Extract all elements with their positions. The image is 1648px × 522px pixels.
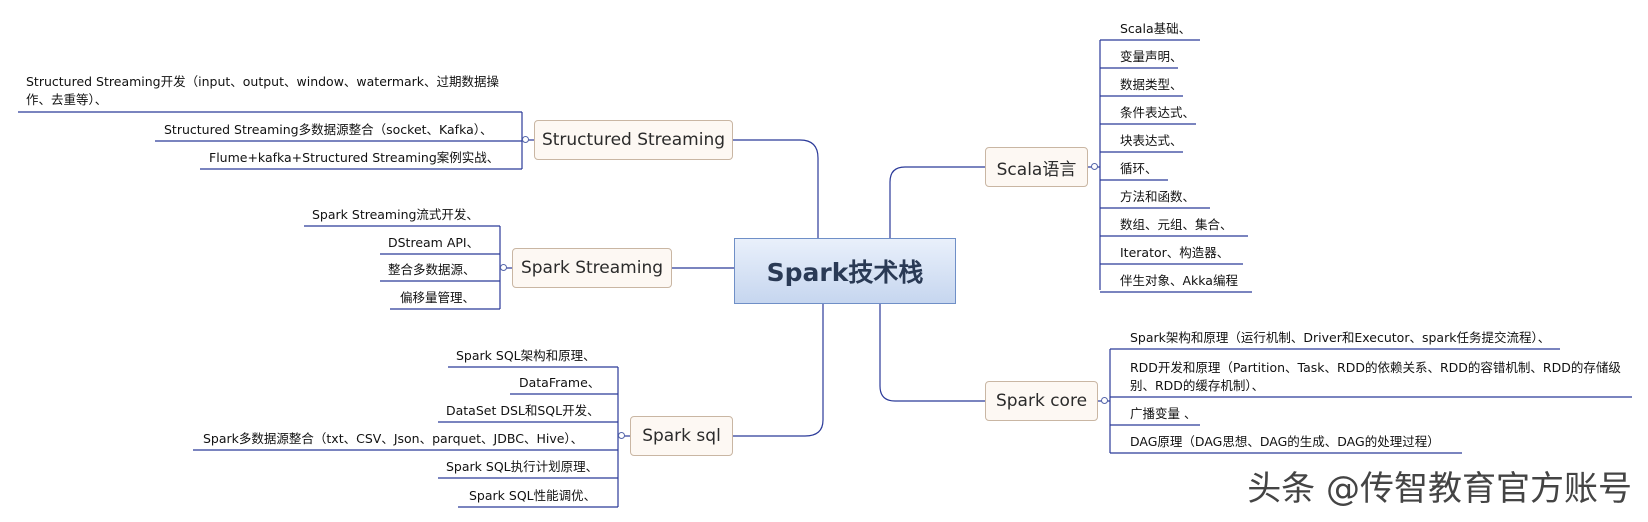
leaf-scala-3: 数据类型、	[1120, 77, 1183, 92]
leaf-spark-core-3: 广播变量 、	[1130, 406, 1197, 421]
leaf-scala-9: Iterator、构造器、	[1120, 245, 1230, 260]
leaf-spark-sql-5: Spark SQL执行计划原理、	[446, 459, 599, 474]
leaf-spark-sql-4: Spark多数据源整合（txt、CSV、Json、parquet、JDBC、Hi…	[203, 431, 584, 446]
branch-structured-streaming[interactable]: Structured Streaming	[534, 120, 733, 160]
branch-spark-sql[interactable]: Spark sql	[630, 416, 733, 456]
leaf-spark-sql-6: Spark SQL性能调优、	[469, 488, 597, 503]
leaf-scala-5: 块表达式、	[1120, 133, 1183, 148]
leaf-spark-core-1: Spark架构和原理（运行机制、Driver和Executor、spark任务提…	[1130, 330, 1551, 345]
leaf-scala-2: 变量声明、	[1120, 49, 1183, 64]
watermark-text: 头条 @传智教育官方账号	[1247, 469, 1632, 509]
leaf-scala-7: 方法和函数、	[1120, 189, 1196, 204]
leaf-structured-streaming-1: Structured Streaming开发（input、output、wind…	[26, 74, 500, 107]
leaf-spark-sql-3: DataSet DSL和SQL开发、	[446, 403, 600, 418]
collapse-toggle-icon[interactable]	[1101, 397, 1108, 404]
leaf-spark-core-2: RDD开发和原理（Partition、Task、RDD的依赖关系、RDD的容错机…	[1130, 360, 1621, 393]
leaf-structured-streaming-3: Flume+kafka+Structured Streaming案例实战、	[209, 150, 500, 165]
leaf-spark-core-4: DAG原理（DAG思想、DAG的生成、DAG的处理过程）	[1130, 434, 1440, 449]
collapse-toggle-icon[interactable]	[1091, 163, 1098, 170]
leaf-spark-sql-2: DataFrame、	[519, 375, 601, 390]
leaf-structured-streaming-2: Structured Streaming多数据源整合（socket、Kafka）…	[164, 122, 493, 137]
leaf-scala-6: 循环、	[1120, 161, 1158, 176]
branch-spark-core[interactable]: Spark core	[985, 381, 1098, 421]
leaf-spark-streaming-4: 偏移量管理、	[400, 290, 476, 305]
leaf-scala-8: 数组、元组、集合、	[1120, 217, 1233, 232]
leaf-spark-streaming-2: DStream API、	[388, 235, 480, 250]
branch-spark-streaming[interactable]: Spark Streaming	[512, 248, 672, 288]
central-topic[interactable]: Spark技术栈	[734, 238, 956, 304]
leaf-spark-streaming-1: Spark Streaming流式开发、	[312, 207, 479, 222]
leaf-spark-sql-1: Spark SQL架构和原理、	[456, 348, 596, 363]
collapse-toggle-icon[interactable]	[500, 264, 507, 271]
collapse-toggle-icon[interactable]	[618, 432, 625, 439]
leaf-scala-10: 伴生对象、Akka编程	[1120, 273, 1238, 288]
leaf-scala-4: 条件表达式、	[1120, 105, 1196, 120]
leaf-spark-streaming-3: 整合多数据源、	[388, 262, 476, 277]
collapse-toggle-icon[interactable]	[522, 136, 529, 143]
leaf-scala-1: Scala基础、	[1120, 21, 1192, 36]
branch-scala[interactable]: Scala语言	[985, 147, 1088, 187]
